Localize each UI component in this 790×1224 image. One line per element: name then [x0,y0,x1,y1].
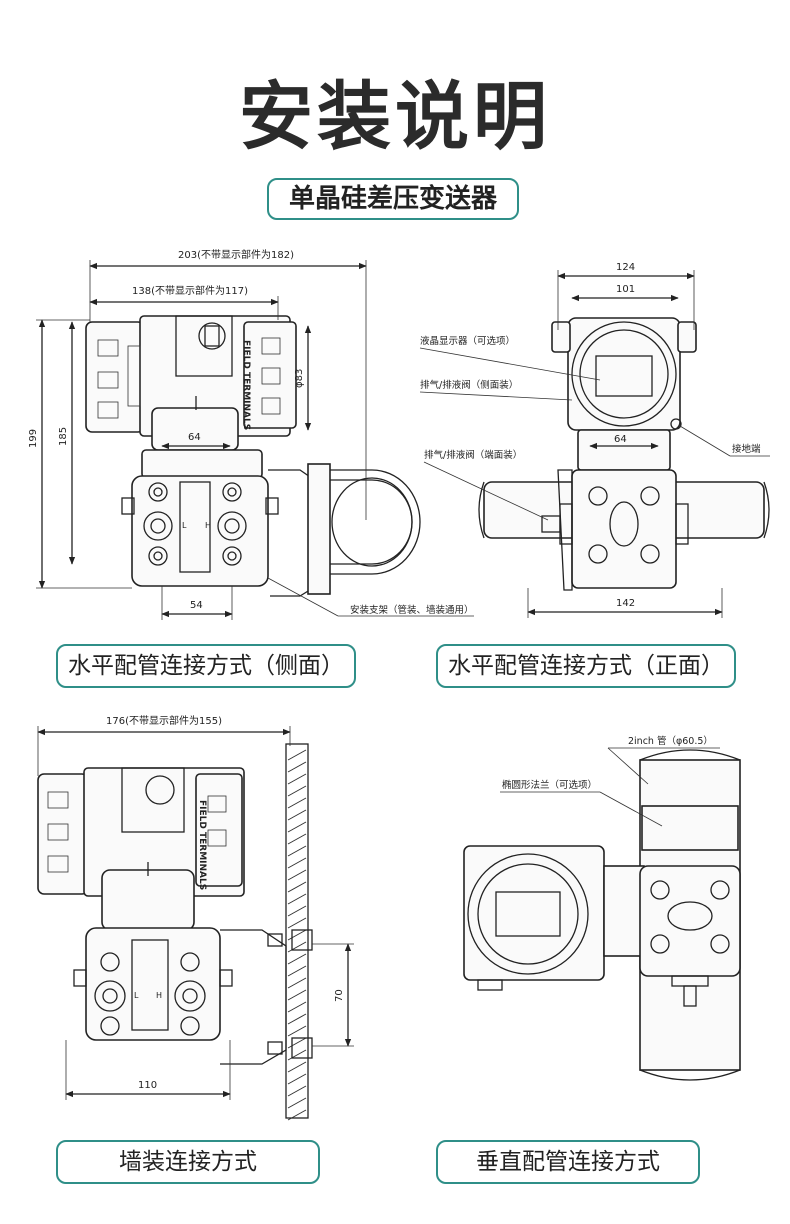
vert-pipe-label: 2inch 管（φ60.5） [628,735,713,747]
wall-dim-70: 70 [334,989,345,1002]
front-vent-side-label: 排气/排液阀（侧面装） [420,379,518,391]
side-dim-203: 203(不带显示部件为182) [178,248,294,261]
side-housing-cover [85,321,145,433]
side-port-h: H [205,521,211,530]
drawing-wall-mount: FIELD TERMINALS L H 176(不带显示部件为155) 7 [37,714,354,1121]
wall-hatch-line [287,929,307,941]
wall-hatch-line [287,881,307,893]
wall-hatch-line [287,785,307,797]
wall-hatch-line [287,797,307,809]
front-dim-142: 142 [616,598,635,609]
wall [285,743,309,1119]
front-lcd [595,355,653,397]
wall-port-h: H [156,991,162,1000]
side-terminal-box [175,315,233,377]
side-dim-199: 199 [28,429,39,448]
wall-brand: FIELD TERMINALS [197,800,207,890]
wall-hatch-line [287,1049,307,1061]
side-dim-83: φ83 [294,369,305,388]
wall-hatch-line [287,869,307,881]
side-dim-54: 54 [190,600,203,611]
wall-hatch-line [287,1001,307,1013]
wall-hatch-line [287,833,307,845]
side-bracket [307,463,331,595]
wall-hatch-line [287,989,307,1001]
drawing-vertical-pipe: 2inch 管（φ60.5） 椭圆形法兰（可选项） [463,735,741,1081]
side-port-l: L [182,521,187,530]
front-dim-64: 64 [614,434,627,445]
wall-hatch-line [287,1085,307,1097]
front-vent-end-label: 排气/排液阀（端面装） [424,449,522,461]
caption-wall-mount: 墙装连接方式 [56,1140,320,1184]
wall-hatch-line [287,761,307,773]
front-dim-124: 124 [616,262,635,273]
page-title: 安装说明 [239,74,551,160]
drawing-side-view: L H FIELD TERMINALS 203(不带显示部件为182) 138(… [28,248,474,620]
side-pipe [331,477,413,567]
wall-hatch-line [287,1037,307,1049]
wall-hatch-line [287,809,307,821]
side-neck [151,407,239,451]
side-brand: FIELD TERMINALS [241,340,251,430]
wall-hatch-line [287,749,307,761]
side-dim-64: 64 [188,432,201,443]
wall-hatch-line [287,893,307,905]
wall-hatch-line [287,917,307,929]
side-u-bolt [330,469,421,575]
side-dim-138: 138(不带显示部件为117) [132,284,248,297]
drawing-front-view: 124 101 64 142 液晶显示器（可选项） 排气/排液阀（侧面装） 排气… [419,262,770,618]
wall-hatch-line [287,845,307,857]
front-flange [571,469,677,589]
wall-hatch-line [287,1025,307,1037]
wall-hatch-line [287,1061,307,1073]
front-ground-label: 接地端 [732,443,761,455]
vert-flange-label: 椭圆形法兰（可选项） [502,779,597,791]
wall-hatch-line [287,1097,307,1109]
wall-hatch-line [287,773,307,785]
front-display-ring [579,329,669,419]
side-dim-185: 185 [58,427,69,446]
side-bracket-label: 安装支架（管装、墙装通用） [350,604,474,616]
caption-vertical-pipe: 垂直配管连接方式 [436,1140,700,1184]
front-dim-101: 101 [616,284,635,295]
wall-dim-176: 176(不带显示部件为155) [106,714,222,727]
front-housing [567,317,681,431]
wall-port-l: L [134,991,139,1000]
vert-housing [463,845,605,981]
vert-oval-flange [641,805,739,851]
wall-hatch-line [287,905,307,917]
wall-hatch-line [287,1109,307,1121]
wall-dim-110: 110 [138,1080,157,1091]
caption-front-view: 水平配管连接方式（正面） [436,644,736,688]
wall-hatch-line [287,977,307,989]
caption-side-view: 水平配管连接方式（侧面） [56,644,356,688]
side-cable-plug [198,322,226,350]
wall-hatch-line [287,953,307,965]
front-lcd-label: 液晶显示器（可选项） [420,335,515,347]
wall-hatch-line [287,857,307,869]
product-subtitle: 单晶硅差压变送器 [267,178,519,220]
vert-lcd [495,891,561,937]
wall-hatch-line [287,965,307,977]
wall-hatch-line [287,1013,307,1025]
wall-hatch-line [287,941,307,953]
wall-hatch-line [287,1073,307,1085]
wall-hatch-line [287,821,307,833]
